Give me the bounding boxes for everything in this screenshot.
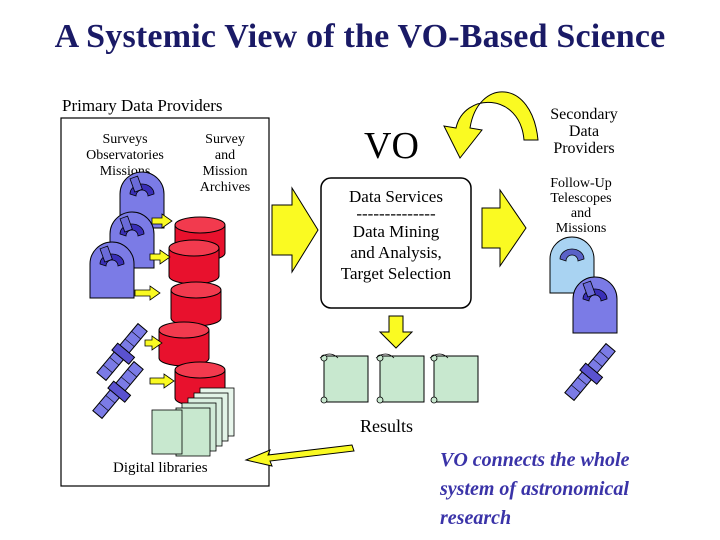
satellite-icon — [562, 341, 622, 406]
followup-line-1: Follow-Up — [550, 176, 612, 191]
primary-sources-label: Surveys Observatories Missions — [70, 132, 180, 180]
telescope-icon — [572, 276, 618, 334]
primary-providers-box — [60, 117, 270, 487]
document-stack-icon — [151, 387, 235, 457]
archives-line-3: Mission — [202, 164, 248, 179]
arrow-to-digital-libraries — [244, 444, 355, 467]
secondary-line-1: Secondary — [550, 106, 618, 123]
mining-line-1: Data Mining — [352, 222, 440, 241]
followup-line-3: and — [570, 206, 592, 221]
caption-line-3: research — [440, 507, 512, 529]
sources-line-1: Surveys — [102, 132, 148, 147]
vo-services-box — [320, 177, 472, 309]
telescope-icon — [89, 241, 135, 299]
secondary-line-2: Data — [568, 123, 600, 140]
caption: VO connects the whole system of astronom… — [440, 446, 629, 533]
followup-label: Follow-Up Telescopes and Missions — [531, 176, 631, 236]
secondary-line-3: Providers — [553, 140, 615, 157]
followup-line-2: Telescopes — [550, 191, 612, 206]
vo-services-box-text: Data Services -------------- Data Mining… — [322, 186, 470, 284]
results-label: Results — [360, 416, 414, 436]
secondary-heading: Secondary Data Providers — [534, 106, 634, 157]
result-document-icon — [375, 353, 425, 404]
vo-label: VO — [364, 125, 419, 167]
caption-line-1: VO connects the whole — [440, 449, 630, 471]
archives-line-2: and — [214, 148, 236, 163]
primary-heading: Primary Data Providers — [62, 96, 223, 115]
archive-cylinder-icon — [158, 321, 210, 367]
archive-cylinder-icon — [168, 239, 220, 285]
slide-title: A Systemic View of the VO-Based Science — [54, 18, 666, 55]
archives-line-4: Archives — [199, 180, 251, 195]
arrow-to-vo — [271, 186, 319, 274]
archives-line-1: Survey — [205, 132, 245, 147]
arrow-to-results — [378, 315, 414, 349]
result-document-icon — [429, 353, 479, 404]
services-divider: -------------- — [356, 204, 436, 223]
result-document-icon — [319, 353, 369, 404]
caption-line-2: system of astronomical — [440, 478, 629, 500]
archives-label: Survey and Mission Archives — [185, 132, 265, 196]
arrow-to-secondary — [481, 188, 527, 268]
followup-line-4: Missions — [555, 221, 607, 236]
mining-line-2: and Analysis, — [350, 243, 442, 262]
sources-line-2: Observatories — [86, 148, 164, 163]
small-arrows — [134, 213, 175, 389]
mining-line-3: Target Selection — [340, 264, 452, 283]
archive-cylinder-icon — [170, 281, 222, 327]
feedback-arrow — [443, 91, 539, 159]
digital-libraries-label: Digital libraries — [113, 460, 208, 476]
data-services-label: Data Services — [349, 187, 443, 206]
